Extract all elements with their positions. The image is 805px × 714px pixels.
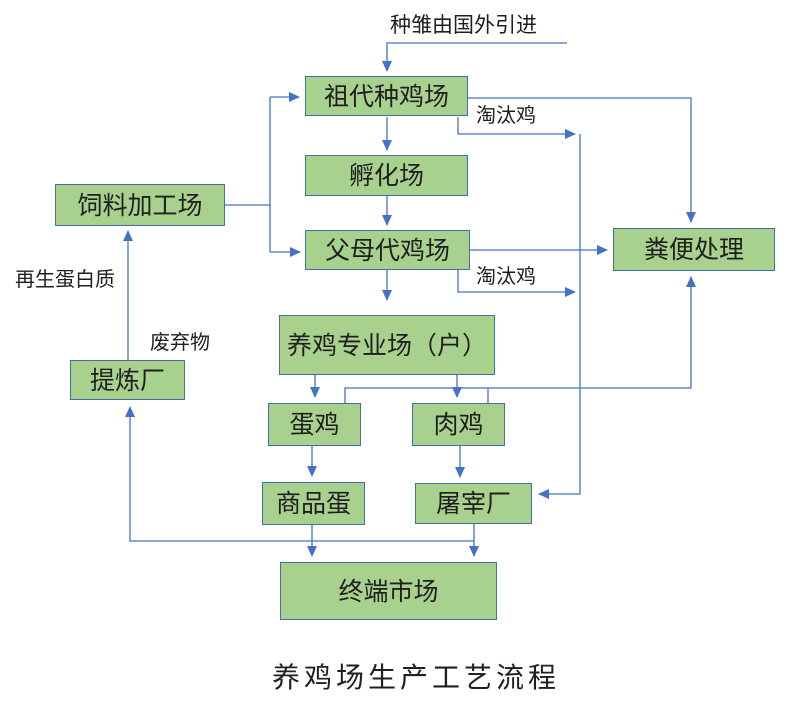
node-grandparent-farm: 祖代种鸡场	[305, 76, 468, 116]
label-regenerated-protein: 再生蛋白质	[15, 267, 115, 291]
diagram-title: 养鸡场生产工艺流程	[272, 661, 561, 694]
edge-culled-to-slaughterhouse	[538, 134, 581, 499]
node-feed-plant: 饲料加工场	[55, 184, 225, 226]
edge-import-to-grandparent-farm	[382, 42, 567, 72]
node-parent-farm: 父母代鸡场	[305, 230, 470, 270]
node-layer-hens: 蛋鸡	[268, 403, 361, 446]
node-refinery: 提炼厂	[70, 360, 185, 400]
label-waste: 废弃物	[150, 330, 210, 354]
edge-waste-to-refinery	[125, 406, 474, 542]
source-note: 种雏由国外引进	[390, 13, 537, 37]
edge-grandparent-culled-chickens	[457, 117, 576, 139]
edge-parent-culled-chickens	[457, 270, 576, 297]
node-slaughterhouse: 屠宰厂	[415, 483, 532, 524]
node-manure-treatment: 粪便处理	[613, 228, 775, 271]
edge-grandparent-to-manure-treatment	[468, 97, 696, 223]
label-culled-chickens-bottom: 淘汰鸡	[476, 264, 536, 288]
node-hatchery: 孵化场	[305, 155, 468, 196]
node-terminal-market: 终端市场	[280, 562, 497, 620]
node-specialized-farm: 养鸡专业场（户）	[279, 315, 495, 375]
node-broilers: 肉鸡	[412, 403, 505, 446]
edge-manure-collector-to-treatment	[344, 276, 696, 403]
label-culled-chickens-top: 淘汰鸡	[476, 103, 536, 127]
node-commercial-eggs: 商品蛋	[262, 482, 365, 525]
